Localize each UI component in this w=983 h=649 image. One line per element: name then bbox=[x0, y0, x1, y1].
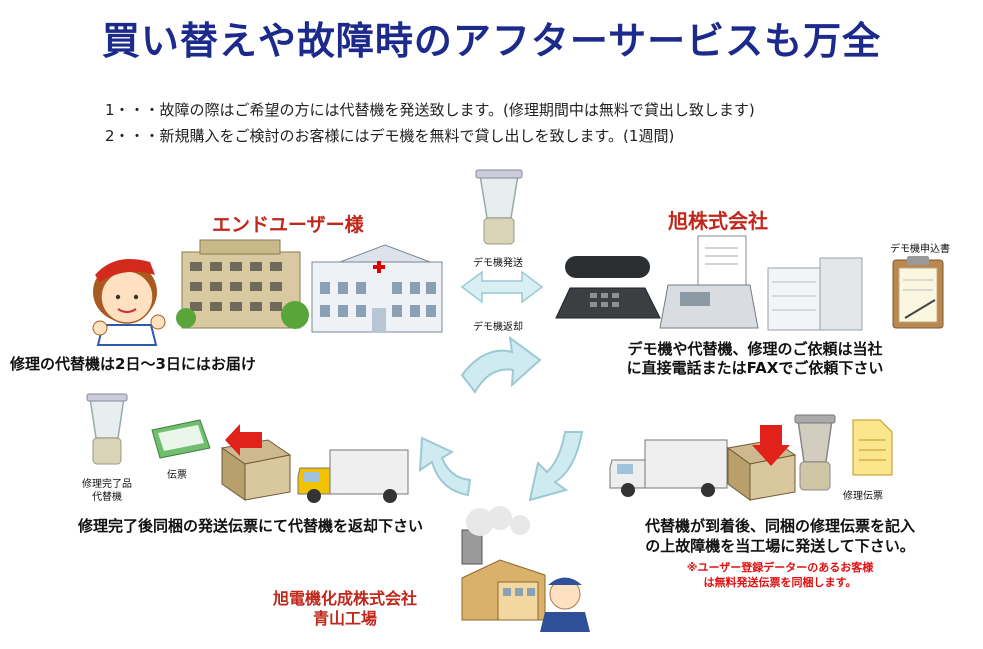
flow-arrow-left bbox=[418, 436, 472, 497]
factory-name-line2: 青山工場 bbox=[312, 609, 377, 628]
customer-woman-icon bbox=[92, 258, 166, 346]
repaired-item-label-line2: 代替機 bbox=[92, 492, 122, 503]
repair-slip-label: 修理伝票 bbox=[843, 491, 883, 502]
factory-icon bbox=[461, 506, 546, 621]
hospital-icon bbox=[311, 244, 443, 333]
company-caption-line1: デモ機や代替機、修理のご依頼は当社 bbox=[627, 340, 883, 358]
company-heading: 旭株式会社 bbox=[668, 209, 768, 233]
blender-icon-top bbox=[475, 169, 523, 245]
demo-ship-label: デモ機発送 bbox=[473, 258, 523, 269]
ship-caption-line1: 代替機が到着後、同梱の修理伝票を記入 bbox=[644, 517, 915, 535]
double-arrow-icon bbox=[460, 270, 544, 304]
office-building-icon bbox=[767, 257, 863, 331]
apartment-building-icon bbox=[176, 239, 309, 329]
application-form-label: デモ機申込書 bbox=[890, 244, 950, 255]
package-box-icon-left bbox=[220, 424, 292, 501]
return-caption: 修理完了後同梱の発送伝票にて代替機を返却下さい bbox=[78, 517, 424, 535]
shipping-slip-icon bbox=[151, 419, 211, 459]
flow-arrow-right bbox=[528, 431, 584, 502]
delivery-truck-icon-right bbox=[609, 439, 728, 497]
registration-note-line2: は無料発送伝票を同梱します。 bbox=[703, 576, 857, 589]
end-user-heading: エンドユーザー様 bbox=[212, 214, 364, 236]
end-user-caption: 修理の代替機は2日～3日にはお届け bbox=[10, 355, 256, 373]
fax-machine-icon bbox=[659, 235, 759, 329]
ship-caption-line2: の上故障機を当工場に発送して下さい。 bbox=[645, 537, 915, 555]
service-note-1: 1・・・故障の際はご希望の方には代替機を発送致します。(修理期間中は無料で貸出し… bbox=[105, 101, 755, 119]
company-caption-line2: に直接電話またはFAXでご依頼下さい bbox=[626, 359, 884, 377]
service-note-2: 2・・・新規購入をご検討のお客様にはデモ機を無料で貸し出しを致します。(1週間) bbox=[105, 127, 675, 145]
factory-name-line1: 旭電機化成株式会社 bbox=[272, 589, 417, 608]
slip-label: 伝票 bbox=[167, 470, 187, 481]
delivery-truck-icon-left bbox=[297, 449, 409, 503]
blender-icon-right bbox=[794, 414, 836, 491]
page-title: 買い替えや故障時のアフターサービスも万全 bbox=[101, 19, 882, 63]
flow-arrow-top bbox=[460, 335, 542, 394]
registration-note-line1: ※ユーザー登録データーのあるお客様 bbox=[686, 561, 874, 574]
repair-slip-icon bbox=[852, 419, 893, 476]
application-form-clipboard-icon bbox=[892, 256, 944, 329]
repaired-item-label-line1: 修理完了品 bbox=[82, 479, 132, 490]
factory-worker-icon bbox=[540, 577, 590, 632]
telephone-icon bbox=[555, 256, 661, 319]
package-box-icon-right bbox=[726, 425, 797, 501]
blender-icon-left bbox=[86, 393, 128, 465]
demo-return-label: デモ機返却 bbox=[473, 322, 523, 333]
